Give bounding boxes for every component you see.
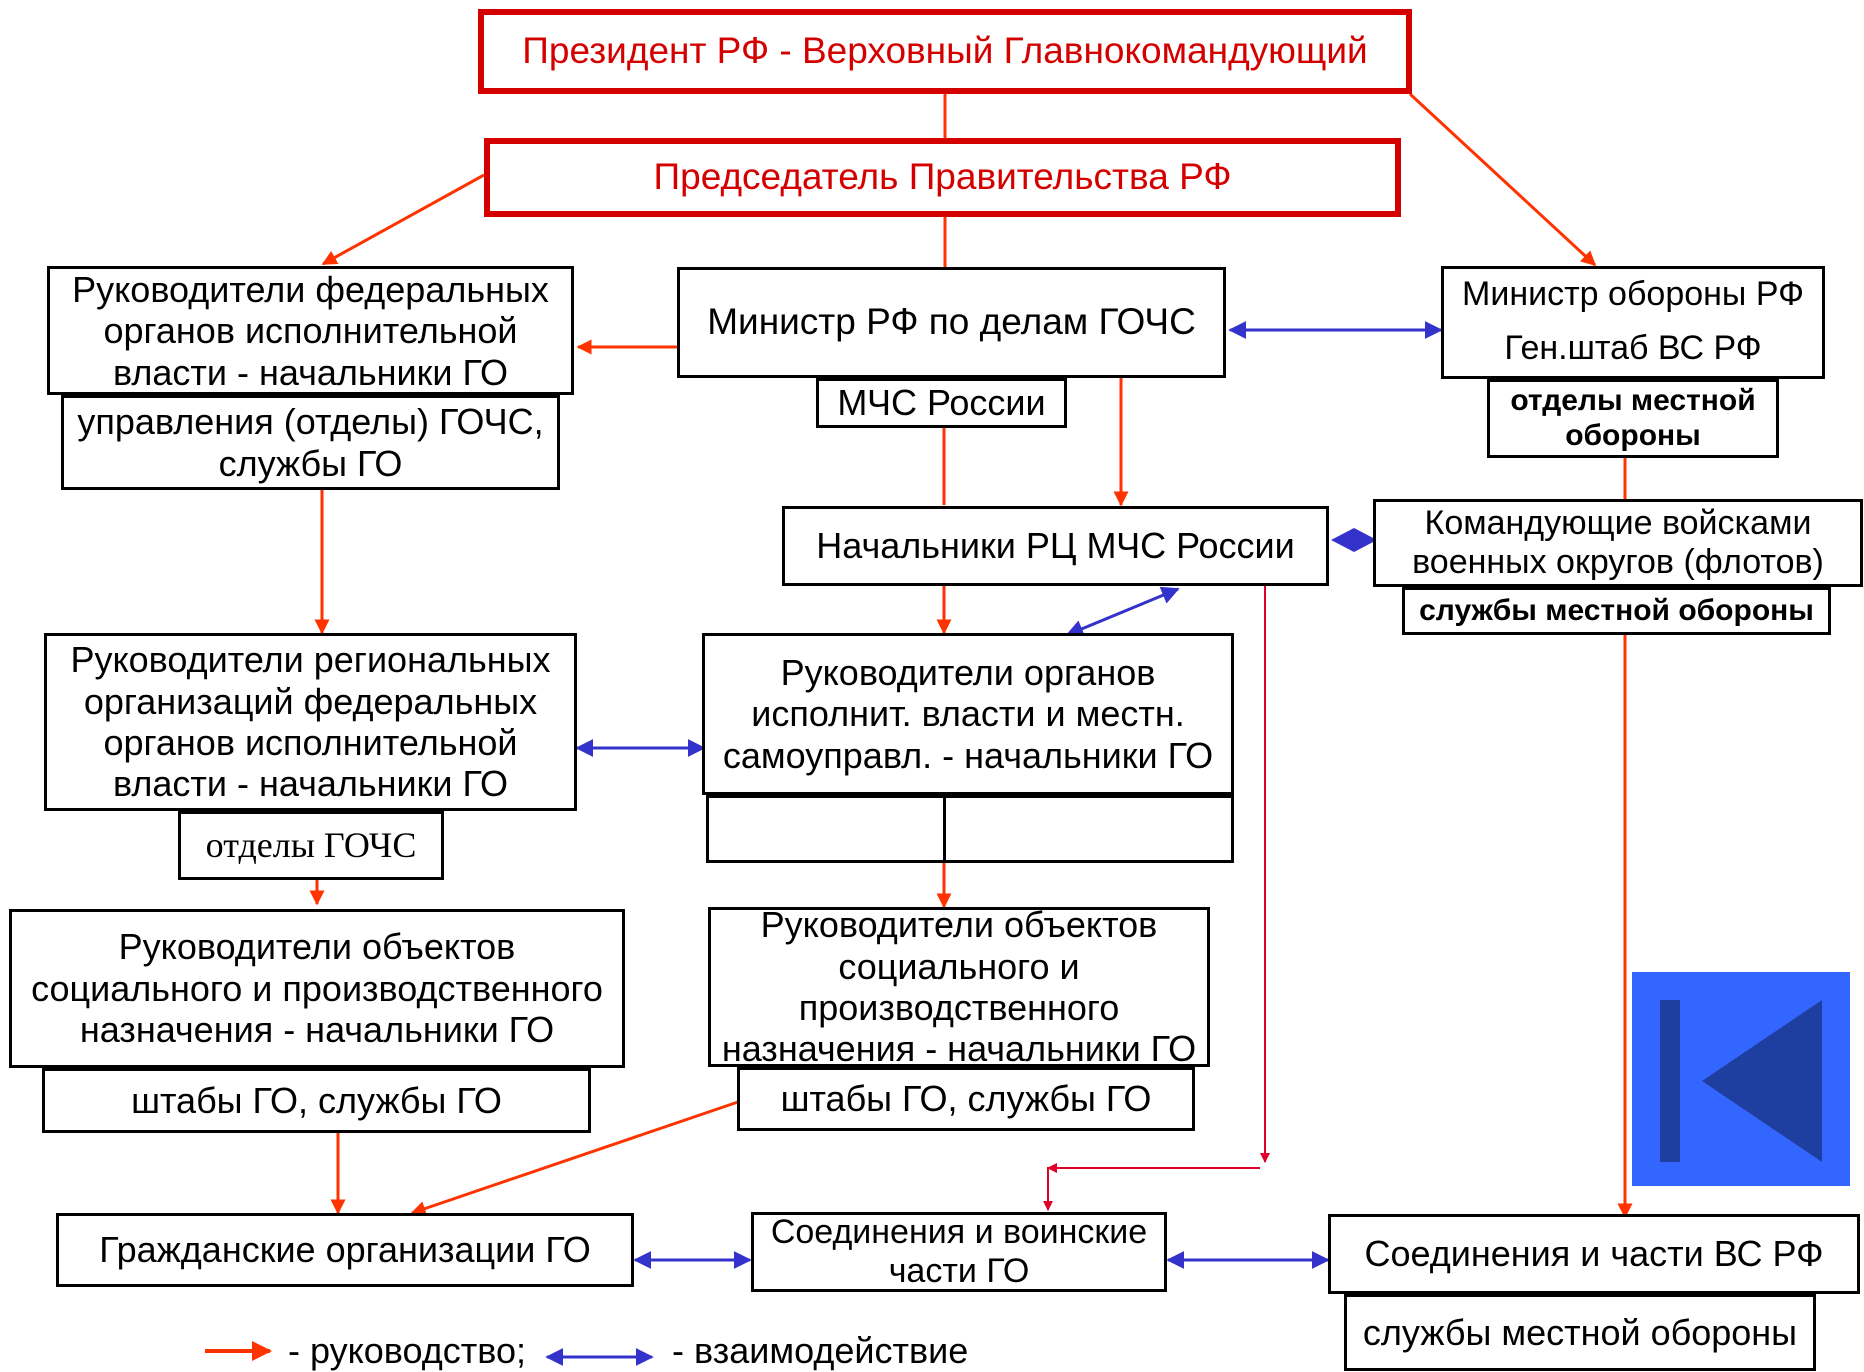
civil-organizations-box: Гражданские организации ГО — [56, 1213, 634, 1287]
objects-left-box: Руководители объектов социального и прои… — [9, 909, 625, 1068]
local-defense-services-bottom-box: службы местной обороны — [1344, 1294, 1816, 1371]
interaction-marker — [1331, 528, 1377, 552]
go-military-units-box: Соединения и воинские части ГО — [751, 1212, 1167, 1292]
command-lines — [942, 94, 1627, 505]
staffs-left-box: штабы ГО, службы ГО — [42, 1068, 591, 1133]
skip-back-icon — [1660, 1000, 1822, 1162]
command-arrows-secondary — [1043, 586, 1270, 1211]
regional-heads-box: Руководители региональных организаций фе… — [44, 633, 577, 811]
defense-minister-box: Министр обороны РФ — [1441, 266, 1825, 321]
local-defense-departments-box: отделы местной обороны — [1487, 379, 1779, 458]
legend-interaction-label: - взаимодействие — [672, 1330, 969, 1371]
general-staff-box: Ген.штаб ВС РФ — [1441, 321, 1825, 379]
district-commanders-box: Командующие войсками военных округов (фл… — [1373, 499, 1863, 587]
mchs-box: МЧС России — [816, 378, 1067, 428]
local-defense-services-box: службы местной обороны — [1402, 587, 1831, 635]
minister-gochs-box: Министр РФ по делам ГОЧС — [677, 267, 1226, 378]
federal-heads-box: Руководители федеральных органов исполни… — [47, 266, 574, 395]
objects-middle-box: Руководители объектов социального и прои… — [708, 907, 1210, 1067]
staffs-middle-box: штабы ГО, службы ГО — [737, 1067, 1195, 1131]
interaction-arrows — [575, 321, 1443, 1269]
legend-command-label: - руководство; — [288, 1330, 526, 1371]
gochs-departments-box: отделы ГОЧС — [178, 811, 444, 880]
back-button[interactable] — [1632, 972, 1850, 1186]
executive-subunit-right — [943, 795, 1234, 863]
executive-heads-box: Руководители органов исполнит. власти и … — [702, 633, 1234, 795]
regional-centers-box: Начальники РЦ МЧС России — [782, 506, 1329, 586]
federal-subunits-box: управления (отделы) ГОЧС, службы ГО — [61, 395, 560, 490]
president-box: Президент РФ - Верховный Главнокомандующ… — [478, 9, 1412, 94]
executive-subunit-left — [706, 795, 946, 863]
chairman-box: Председатель Правительства РФ — [484, 138, 1401, 217]
armed-forces-units-box: Соединения и части ВС РФ — [1328, 1214, 1860, 1294]
